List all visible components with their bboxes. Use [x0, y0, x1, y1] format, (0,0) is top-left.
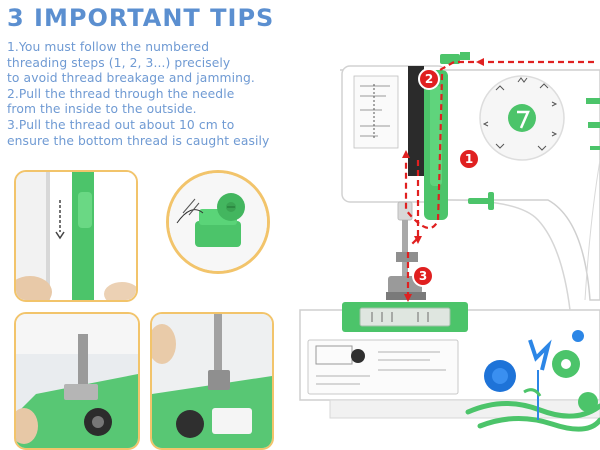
step-2-marker: 2 [418, 68, 440, 90]
closeup-presser-foot-photo [14, 312, 140, 450]
page-title: 3 IMPORTANT TIPS [7, 4, 275, 32]
closeup-bobbin-area-photo [150, 312, 274, 450]
tip-line: threading steps (1, 2, 3...) precisely [7, 55, 231, 70]
tip-line: 3.Pull the thread out about 10 cm to [7, 117, 235, 132]
step-3-marker: 3 [412, 265, 434, 287]
sewing-machine-illustration: 1 2 3 [290, 40, 600, 450]
tip-line: 2.Pull the thread through the needle [7, 86, 235, 101]
tip-line: to avoid thread breakage and jamming. [7, 71, 255, 86]
closeup-thread-guide-photo [14, 170, 138, 302]
step-1-marker: 1 [458, 148, 480, 170]
tip-line: 1.You must follow the numbered [7, 40, 210, 54]
closeup-spool-pin-circle [166, 170, 270, 274]
tips-list: 1.You must follow the numbered threading… [7, 40, 327, 149]
tip-line: ensure the bottom thread is caught easil… [7, 133, 270, 148]
tip-line: from the inside to the outside. [7, 102, 197, 117]
